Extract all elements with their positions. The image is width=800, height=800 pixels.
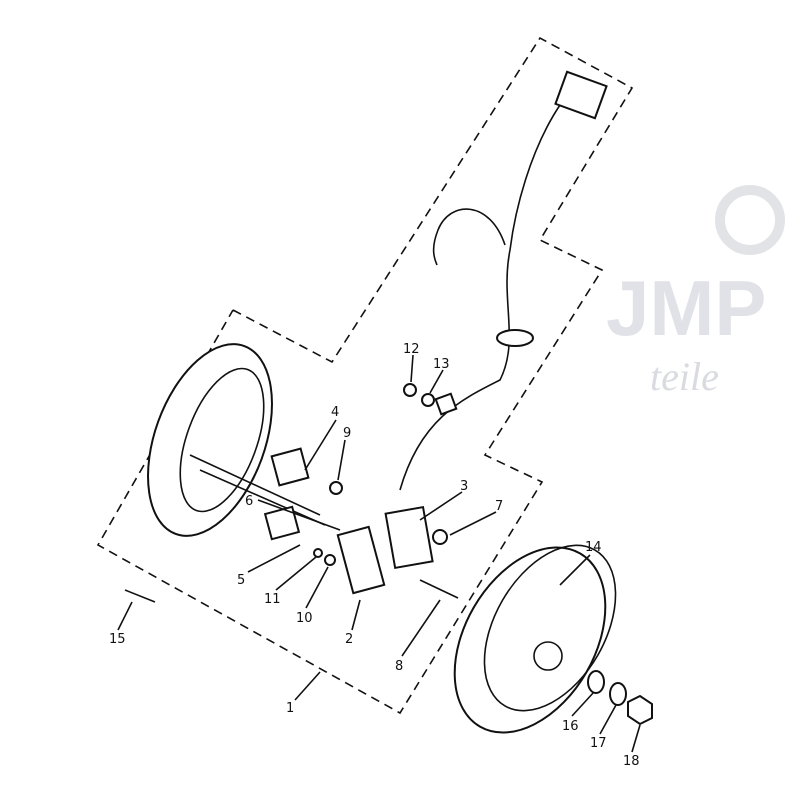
callout-15: 15 <box>109 632 126 647</box>
callout-10: 10 <box>296 611 313 626</box>
callout-8: 8 <box>395 659 403 674</box>
callout-12: 12 <box>403 342 420 357</box>
callout-13: 13 <box>433 357 450 372</box>
callout-labels: 1 2 3 4 5 6 7 8 9 10 11 12 13 14 15 16 1… <box>109 342 640 769</box>
callout-5: 5 <box>237 573 245 588</box>
callout-14: 14 <box>585 540 602 555</box>
connector-and-wires <box>399 70 608 491</box>
callout-16: 16 <box>562 719 579 734</box>
leader-lines <box>117 354 641 753</box>
watermark-gear-icon <box>715 185 785 255</box>
assembly-boundary <box>96 36 634 715</box>
flywheel <box>453 544 653 734</box>
stator-plate <box>147 343 326 537</box>
callout-2: 2 <box>345 632 353 647</box>
callout-4: 4 <box>331 405 339 420</box>
watermark-logo: JMP <box>606 264 766 352</box>
callout-17: 17 <box>590 736 607 751</box>
callout-1: 1 <box>286 701 294 716</box>
watermark-sub: teile <box>650 354 719 399</box>
callout-7: 7 <box>495 499 503 514</box>
callout-18: 18 <box>623 754 640 769</box>
callout-3: 3 <box>460 479 468 494</box>
watermark: JMP teile <box>606 185 785 399</box>
callout-11: 11 <box>264 592 281 607</box>
callout-6: 6 <box>245 494 253 509</box>
components <box>124 383 459 603</box>
callout-9: 9 <box>343 426 351 441</box>
